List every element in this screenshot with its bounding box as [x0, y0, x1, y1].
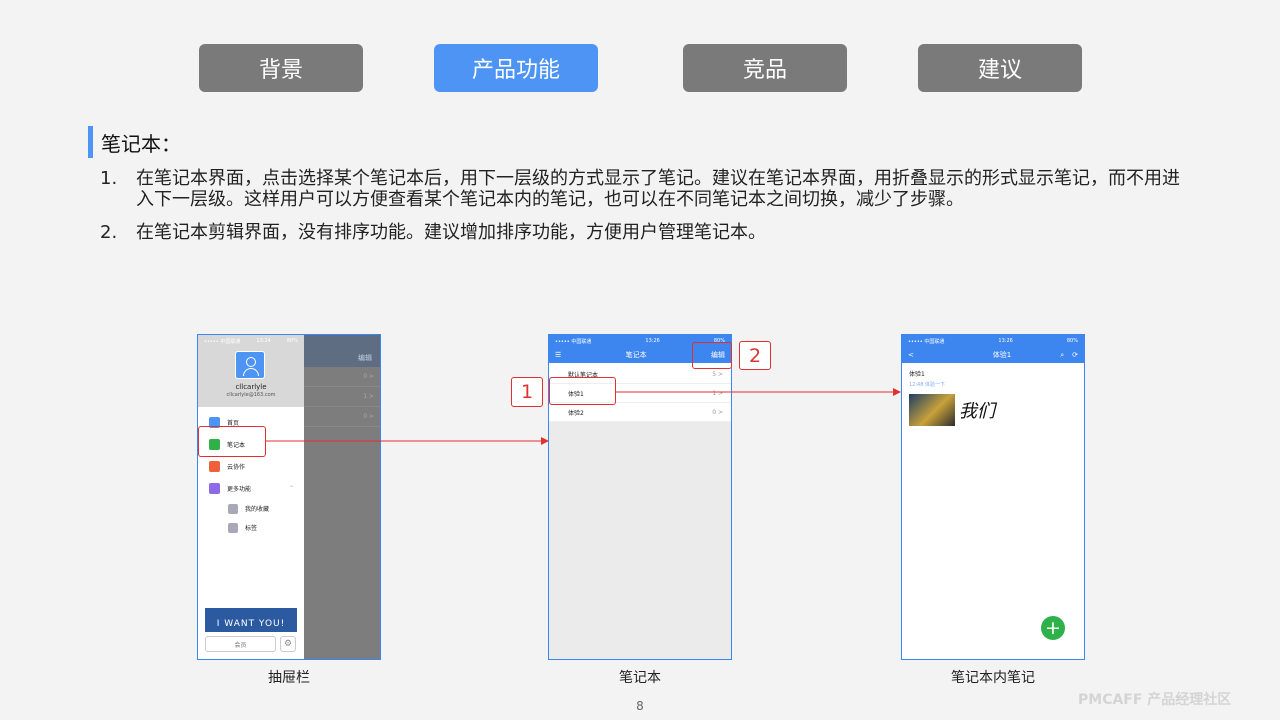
menu-item-notebook[interactable]: 笔记本: [198, 433, 304, 455]
status-bar: ••••• 中国联通 13:24 80%: [198, 335, 304, 347]
tab-product-features[interactable]: 产品功能: [434, 44, 598, 92]
list-item-number: 2.: [100, 222, 118, 243]
caption-notebook: 笔记本: [619, 670, 661, 686]
status-battery: 80%: [286, 338, 298, 344]
notebook-screenshot: ••••• 中国联通 13:26 80% ☰ 笔记本 编辑 默认笔记本 5 > 体…: [548, 334, 732, 660]
note-item[interactable]: 体验1 12:48 体验一下 我们: [902, 363, 1084, 426]
notebook-count: 5 >: [712, 370, 723, 378]
highlight-notebook-menu: [198, 426, 266, 457]
status-battery: 80%: [713, 338, 725, 344]
handwriting-image: 我们: [959, 401, 995, 422]
menu-item-tags[interactable]: 标签: [198, 518, 304, 537]
status-bar: ••••• 中国联通 13:26 80%: [549, 335, 731, 347]
tab-background[interactable]: 背景: [199, 44, 363, 92]
section-accent-bar: [88, 126, 93, 158]
status-time: 13:26: [998, 338, 1013, 344]
menu-item-label: 我的收藏: [245, 506, 270, 513]
notebook-name: 默认笔记本: [568, 371, 599, 379]
note-meta: 12:48 体验一下: [909, 382, 945, 388]
tab-competitors[interactable]: 竞品: [683, 44, 847, 92]
avatar-icon[interactable]: [235, 351, 265, 379]
favorites-icon: [228, 503, 238, 514]
watermark: PMCAFF 产品经理社区: [1078, 692, 1232, 708]
highlight-edit-button: [692, 342, 732, 369]
caption-drawer: 抽屉栏: [268, 670, 310, 686]
status-carrier: ••••• 中国联通: [555, 338, 592, 345]
status-carrier: ••••• 中国联通: [908, 338, 945, 345]
menu-item-home[interactable]: 首页: [198, 411, 304, 433]
menu-item-label: 标签: [245, 525, 258, 532]
menu-item-collab[interactable]: 云协作: [198, 455, 304, 477]
annotation-number-1: 1: [511, 377, 543, 407]
notebook-row[interactable]: 体验2 0 >: [549, 403, 731, 422]
annotation-number-2: 2: [739, 341, 771, 370]
list-item: 1. 在笔记本界面，点击选择某个笔记本后，用下一层级的方式显示了笔记。建议在笔记…: [100, 168, 1190, 210]
drawer-panel: ••••• 中国联通 13:24 80% cllcarlyle cllcarly…: [198, 335, 304, 659]
sync-icon[interactable]: ⟳: [1072, 350, 1078, 359]
promo-banner[interactable]: I WANT YOU!: [205, 608, 297, 632]
note-navbar: < 体验1 ⌕ ⟳: [902, 347, 1084, 363]
menu-item-label: 笔记本: [227, 441, 246, 449]
home-icon: [209, 416, 220, 428]
edit-button[interactable]: 编辑: [711, 351, 725, 359]
status-time: 13:24: [256, 338, 271, 344]
navbar-title: 笔记本: [625, 351, 647, 359]
status-battery: 80%: [1066, 338, 1078, 344]
menu-item-favorites[interactable]: 我的收藏: [198, 499, 304, 518]
drawer-header: ••••• 中国联通 13:24 80% cllcarlyle cllcarly…: [198, 335, 304, 407]
caption-note-list: 笔记本内笔记: [951, 670, 1035, 686]
section-title: 笔记本：: [101, 131, 181, 156]
menu-icon[interactable]: ☰: [555, 351, 562, 359]
menu-item-more[interactable]: 更多功能 ⌃: [198, 477, 304, 499]
section-tabs: 背景 产品功能 竞品 建议: [0, 44, 1280, 92]
notebook-row[interactable]: 体验1 1 >: [549, 384, 731, 403]
drawer-screenshot: 编辑 0 > 1 > 0 > ••••• 中国联通 13:24 80% cllc…: [197, 334, 381, 660]
section-heading: 笔记本：: [88, 126, 181, 158]
user-name: cllcarlyle: [235, 383, 267, 391]
more-functions-icon: [209, 482, 220, 494]
back-icon[interactable]: <: [908, 351, 914, 359]
tab-suggestions[interactable]: 建议: [918, 44, 1082, 92]
status-time: 13:26: [645, 338, 660, 344]
note-header: ••••• 中国联通 13:26 80% < 体验1 ⌕ ⟳: [902, 335, 1084, 363]
notebook-header: ••••• 中国联通 13:26 80% ☰ 笔记本 编辑: [549, 335, 731, 363]
notebook-count: 1 >: [712, 389, 723, 397]
list-item: 2. 在笔记本剪辑界面，没有排序功能。建议增加排序功能，方便用户管理笔记本。: [100, 222, 1190, 243]
page-number: 8: [636, 699, 644, 713]
gear-icon[interactable]: ⚙: [280, 636, 296, 652]
search-icon[interactable]: ⌕: [1060, 350, 1065, 359]
list-item-text: 在笔记本剪辑界面，没有排序功能。建议增加排序功能，方便用户管理笔记本。: [136, 222, 766, 243]
navbar-title: 体验1: [992, 351, 1012, 359]
chevron-up-icon: ⌃: [288, 484, 294, 492]
tag-icon: [228, 522, 238, 533]
note-thumbnail-image: [909, 394, 955, 426]
list-item-number: 1.: [100, 168, 118, 189]
add-note-button[interactable]: +: [1041, 616, 1065, 640]
user-email: cllcarlyle@163.com: [226, 392, 276, 398]
collab-icon: [209, 460, 220, 472]
notebook-name: 体验2: [568, 409, 584, 417]
list-item-text: 在笔记本界面，点击选择某个笔记本后，用下一层级的方式显示了笔记。建议在笔记本界面…: [136, 168, 1180, 210]
vip-button[interactable]: 会员: [205, 636, 276, 652]
status-bar: ••••• 中国联通 13:26 80%: [902, 335, 1084, 347]
background-edit-label: 编辑: [358, 354, 372, 362]
menu-item-label: 更多功能: [227, 485, 252, 493]
notebook-row[interactable]: 默认笔记本 5 >: [549, 365, 731, 384]
note-list-screenshot: ••••• 中国联通 13:26 80% < 体验1 ⌕ ⟳ 体验1 12:48 …: [901, 334, 1085, 660]
menu-item-label: 首页: [227, 419, 240, 427]
status-carrier: ••••• 中国联通: [204, 338, 241, 345]
suggestion-list: 1. 在笔记本界面，点击选择某个笔记本后，用下一层级的方式显示了笔记。建议在笔记…: [100, 168, 1190, 255]
notebook-navbar: ☰ 笔记本 编辑: [549, 347, 731, 363]
highlight-notebook-row: [549, 377, 616, 405]
notebook-icon: [209, 438, 220, 450]
note-title: 体验1: [909, 371, 925, 378]
notebook-name: 体验1: [568, 390, 584, 398]
notebook-count: 0 >: [712, 408, 723, 416]
menu-item-label: 云协作: [227, 463, 246, 471]
